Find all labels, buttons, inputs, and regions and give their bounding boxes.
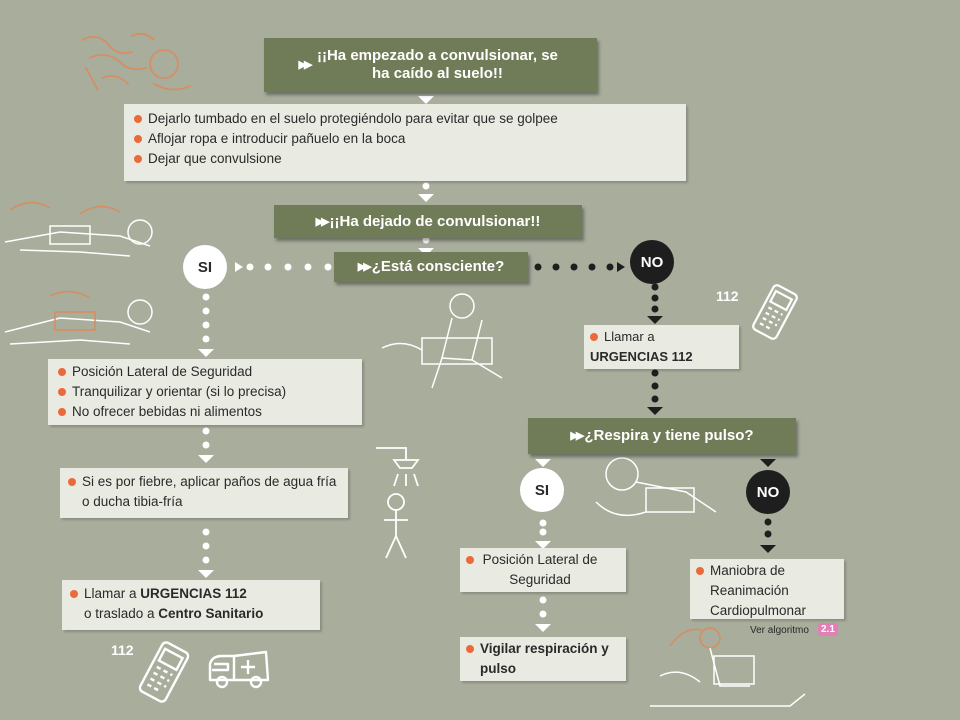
emergency-number-112: 112	[716, 288, 739, 304]
bullet-icon	[70, 590, 78, 598]
conscious-actions-box: Posición Lateral de Seguridad Tranquiliz…	[48, 359, 362, 425]
bullet-icon	[58, 408, 66, 416]
answer-no-breathing: NO	[746, 470, 790, 514]
list-item: Si es por fiebre, aplicar paños de agua …	[68, 472, 340, 512]
header-breathing-pulse: ▶▶¿Respira y tiene pulso?	[528, 418, 796, 454]
list-item: Vigilar respiración y pulso	[466, 639, 620, 679]
cpr-box: Maniobra de Reanimación Cardiopulmonar	[690, 559, 844, 619]
monitor-box: Vigilar respiración y pulso	[460, 637, 626, 681]
list-item: No ofrecer bebidas ni alimentos	[58, 402, 352, 422]
answer-yes-conscious: SI	[183, 245, 227, 289]
answer-yes-breathing: SI	[520, 468, 564, 512]
recovery-position-box: Posición Lateral de Seguridad	[460, 548, 626, 592]
list-item: Aflojar ropa e introducir pañuelo en la …	[134, 129, 676, 149]
ambulance-icon	[208, 650, 270, 689]
white-arrowheads	[198, 96, 551, 632]
header-seizure-stopped: ▶▶¡¡Ha dejado de convulsionar!!	[274, 205, 582, 238]
recovery-position-illustration	[4, 201, 153, 257]
header-is-conscious: ▶▶¿Está consciente?	[334, 252, 528, 282]
list-item: Dejarlo tumbado en el suelo protegiéndol…	[134, 109, 676, 129]
double-chevron-icon: ▶▶	[298, 59, 313, 71]
bullet-icon	[466, 645, 474, 653]
list-item: Tranquilizar y orientar (si lo precisa)	[58, 382, 352, 402]
answer-no-conscious: NO	[630, 240, 674, 284]
bullet-icon	[134, 135, 142, 143]
seizure-illustration	[81, 32, 191, 91]
bullet-icon	[134, 115, 142, 123]
list-item: Llamar a	[590, 327, 733, 347]
bullet-icon	[134, 155, 142, 163]
first-aid-steps-box: Dejarlo tumbado en el suelo protegiéndol…	[124, 104, 686, 181]
cpr-illustration	[650, 627, 806, 707]
bullet-icon	[58, 368, 66, 376]
black-arrowheads	[617, 262, 776, 553]
header-seizure-started: ▶▶¡¡Ha empezado a convulsionar, se ha ca…	[264, 38, 597, 92]
shower-icon	[376, 447, 420, 559]
mobile-phone-icon	[752, 284, 798, 340]
bullet-icon	[696, 567, 704, 575]
breathing-check-illustration	[595, 457, 717, 517]
emergency-number-label: URGENCIAS 112	[590, 349, 693, 364]
bullet-icon	[58, 388, 66, 396]
double-chevron-icon: ▶▶	[570, 430, 584, 442]
list-item: Posición Lateral de Seguridad	[58, 362, 352, 382]
double-chevron-icon: ▶▶	[357, 261, 372, 273]
double-chevron-icon: ▶▶	[315, 215, 330, 228]
list-item: Dejar que convulsione	[134, 149, 676, 169]
emergency-number-112: 112	[111, 642, 134, 658]
bullet-icon	[68, 478, 76, 486]
list-item: Maniobra de Reanimación Cardiopulmonar	[696, 561, 838, 621]
consciousness-check-illustration	[381, 293, 503, 389]
no-call-emergency-box: Llamar a URGENCIAS 112	[584, 325, 739, 369]
black-dots	[534, 263, 772, 538]
fever-advice-box: Si es por fiebre, aplicar paños de agua …	[60, 468, 348, 518]
see-algorithm-label: Ver algoritmo	[750, 625, 809, 636]
list-item: Posición Lateral de Seguridad	[466, 550, 620, 590]
bullet-icon	[466, 556, 474, 564]
person-lying-illustration	[4, 290, 153, 345]
mobile-phone-icon	[138, 641, 190, 703]
white-dots	[202, 182, 547, 618]
algorithm-reference-badge: 2.1	[818, 623, 838, 636]
bullet-icon	[590, 333, 598, 341]
